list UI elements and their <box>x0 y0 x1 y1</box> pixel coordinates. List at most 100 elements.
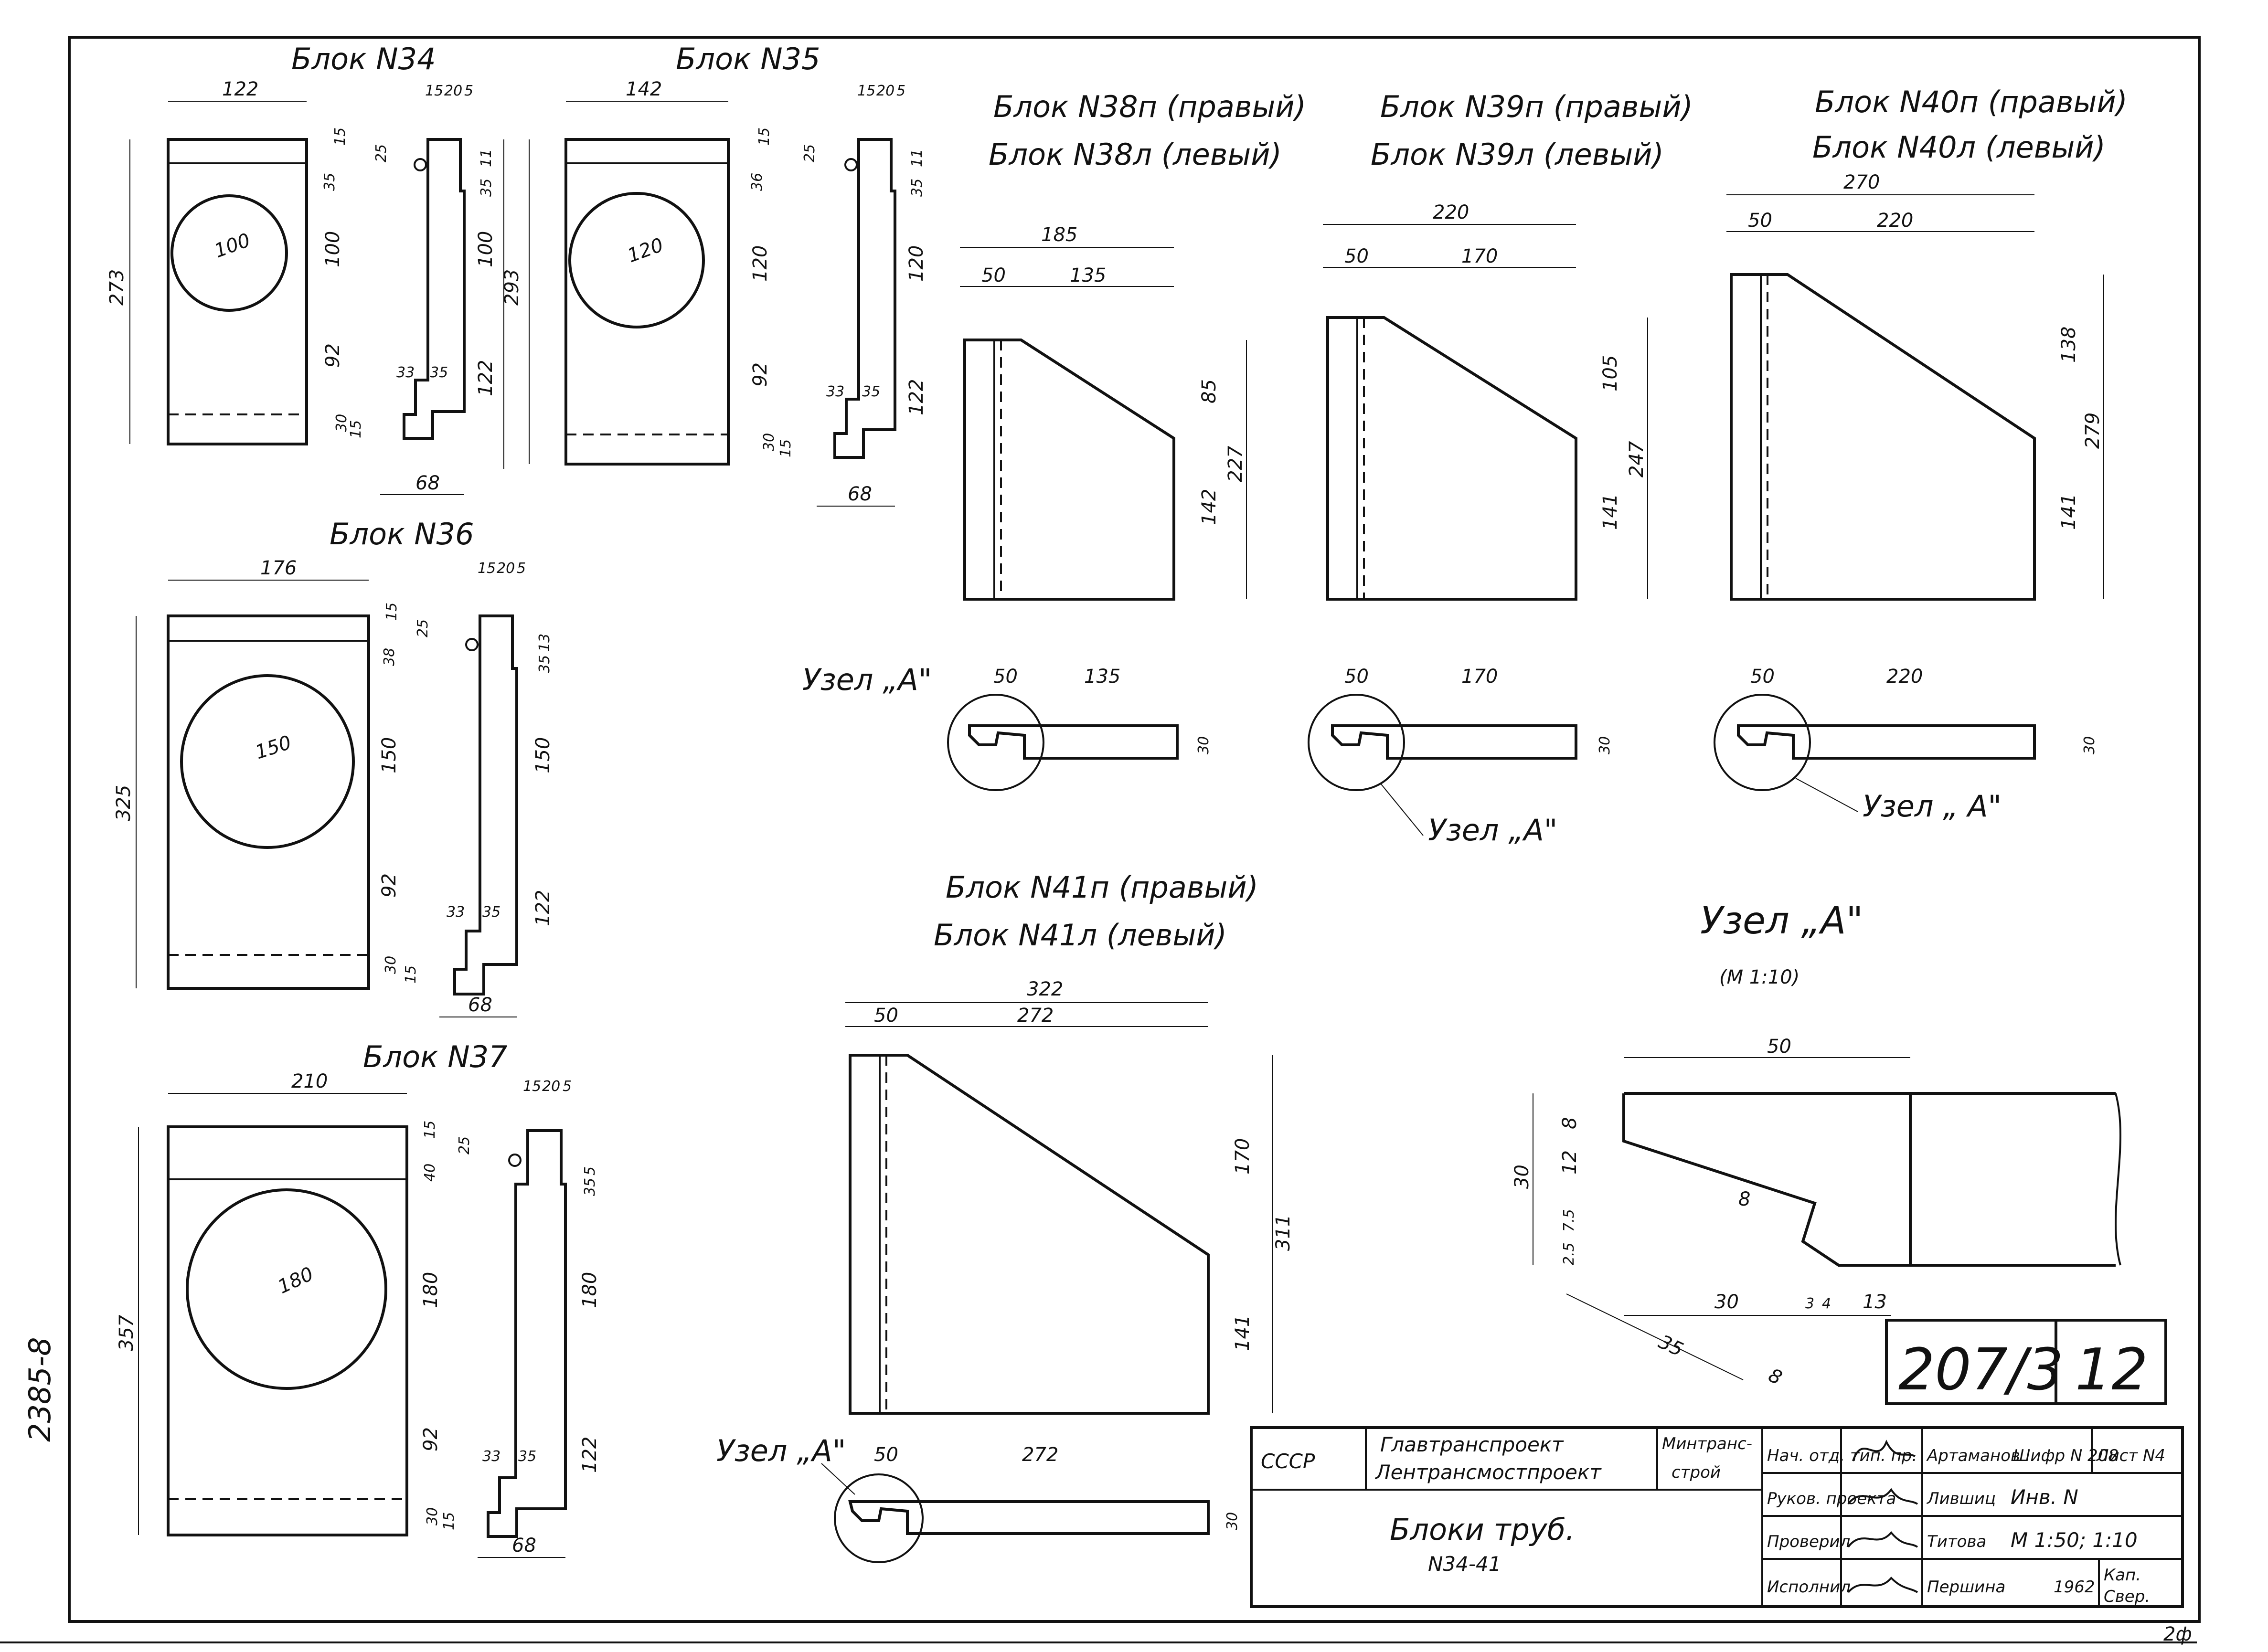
node-a-scale: (М 1:10) <box>1719 966 1799 988</box>
block-39-total-dim: 220 <box>1433 201 1469 223</box>
block-34-circle-dim: 100 <box>212 229 253 262</box>
block-34-pipe-hole <box>170 194 288 312</box>
block-36-right-dim-13: 13 <box>536 634 553 652</box>
stamp-role-3: Проверил <box>1767 1532 1850 1551</box>
block-38-node-dim-t: 30 <box>1195 736 1212 754</box>
sheet-side-label: 2385-8 <box>22 1337 57 1442</box>
block-38-node-dim-a: 50 <box>993 666 1018 688</box>
block-36-top-dim-a: 15 <box>478 560 496 577</box>
block-37-right-dim-122: 122 <box>579 1437 601 1473</box>
block-39-dim-h: 247 <box>1626 441 1648 477</box>
block-41-dim-a: 50 <box>874 1005 898 1027</box>
block-39-node-plan <box>1331 724 1577 760</box>
block-34-bottom-dim: 68 <box>415 472 440 494</box>
block-36-top-dim-c: 5 <box>517 560 526 577</box>
block-39-dim-a: 50 <box>1344 245 1369 267</box>
page-corner-mark: 2ф <box>2163 1623 2192 1645</box>
block-36-cap <box>167 615 370 642</box>
block-35-profile <box>833 138 896 459</box>
block-36-left-dim-15b: 15 <box>403 965 419 984</box>
block-37-top-dim-c: 5 <box>563 1078 572 1095</box>
block-38-node-label: Узел „А" <box>802 662 932 697</box>
block-40-node-dim-a: 50 <box>1750 666 1775 688</box>
block-38-dim-h: 227 <box>1225 445 1246 482</box>
block-40-dim-bot: 141 <box>2058 494 2080 530</box>
block-36-step-dim-33: 33 <box>447 904 465 921</box>
node-a-outline <box>1622 1092 2116 1267</box>
block-36-left-dim-25: 25 <box>415 619 431 637</box>
node-a-title: Узел „А" <box>1700 900 1863 942</box>
block-41-node-dim-b: 272 <box>1022 1444 1058 1466</box>
block-36-front <box>167 614 370 990</box>
block-34-right-dim-35: 35 <box>478 179 495 197</box>
node-a-break-line <box>2115 1093 2121 1266</box>
stamp-title-1: Блоки труб. <box>1390 1512 1575 1547</box>
block-37-left-dim-30: 30 <box>424 1507 441 1525</box>
block-40-dim-top: 138 <box>2058 327 2080 363</box>
block-41-side <box>849 1054 1210 1415</box>
stamp-year: 1962 <box>2054 1578 2095 1597</box>
block-35-step-dim-33: 33 <box>826 383 844 400</box>
block-34-right-dim-100: 100 <box>475 231 497 267</box>
block-41-dim-bot: 141 <box>1232 1315 1254 1351</box>
block-37-bottom-dim: 68 <box>512 1535 536 1557</box>
node-a-detail: Узел „А" (М 1:10) 50 30 8 12 7.5 2.5 30 … <box>1511 900 2121 1389</box>
sheet-series: 207/3 <box>1898 1337 2064 1403</box>
block-36-left-dim-92: 92 <box>378 873 400 898</box>
stamp-name-2: Лившиц <box>1926 1489 1996 1508</box>
block-37-left-dim-92: 92 <box>420 1427 442 1451</box>
block-36-right-dim-150: 150 <box>532 737 554 773</box>
block-34-left-dim-15: 15 <box>332 127 349 146</box>
block-35-circle-dim: 120 <box>625 234 666 267</box>
node-a-dim-12: 12 <box>1559 1150 1581 1175</box>
block-35-cap <box>565 138 729 164</box>
block-41: Блок N41п (правый) Блок N41л (левый) 322… <box>716 870 1294 1563</box>
block-36-height-dim: 325 <box>113 785 135 821</box>
block-36-circle-dim: 150 <box>253 731 294 763</box>
block-35-left-dim-30: 30 <box>761 433 777 451</box>
stamp-copy-1: Кап. <box>2104 1566 2141 1585</box>
block-35-pipe-hole <box>568 192 705 328</box>
block-41-node-dim-t: 30 <box>1224 1512 1241 1530</box>
block-36-left-dim-30: 30 <box>383 956 399 974</box>
stamp-inv-label: Инв. N <box>2011 1485 2078 1509</box>
block-34: Блок N34 100 122 273 15 20 5 15 25 35 10… <box>106 42 523 495</box>
block-38-node-plan <box>968 724 1179 760</box>
block-35-right-dim-11: 11 <box>909 149 926 167</box>
block-40-total-dim: 270 <box>1843 171 1880 193</box>
block-37-left-dim-25: 25 <box>456 1136 473 1154</box>
block-39-dim-bot: 141 <box>1599 494 1621 530</box>
block-41-node-leader <box>821 1463 855 1495</box>
block-35-right-dim-120: 120 <box>905 245 927 282</box>
block-40-title-left: Блок N40л (левый) <box>1812 130 2106 165</box>
block-34-left-dim-92: 92 <box>322 343 344 368</box>
block-39: Блок N39п (правый) Блок N39л (левый) 220… <box>1308 89 1693 847</box>
block-35-width-dim: 142 <box>626 78 662 100</box>
block-39-node-dim-t: 30 <box>1597 736 1613 754</box>
block-34-right-dim-122: 122 <box>475 360 497 396</box>
block-39-node-leader <box>1380 783 1424 836</box>
block-41-node-callout <box>834 1473 924 1563</box>
stamp-ministry-2: строй <box>1672 1463 1721 1482</box>
block-34-step-dim-33: 33 <box>396 364 415 381</box>
sheet-number-frame <box>1885 1319 2167 1405</box>
block-37-profile-notch <box>508 1154 522 1167</box>
block-36-profile <box>453 614 518 995</box>
block-36-width-dim: 176 <box>260 557 297 579</box>
block-40-side <box>1730 273 2036 601</box>
block-35-top-dim-b: 20 <box>876 83 894 99</box>
block-41-dim-h: 311 <box>1272 1215 1294 1251</box>
block-34-width-dim: 122 <box>222 78 258 100</box>
sheet-number-box: 207/3 12 <box>1885 1319 2167 1405</box>
block-37-left-dim-180: 180 <box>420 1272 442 1308</box>
block-36-pipe-hole <box>180 674 355 849</box>
stamp-signature-1 <box>1852 1440 1916 1461</box>
block-36-right-dim-122: 122 <box>532 890 554 926</box>
block-41-node-label: Узел „А" <box>716 1433 846 1468</box>
block-34-profile-notch <box>414 158 427 171</box>
stamp-country: СССР <box>1261 1450 1315 1473</box>
sheet-index: 12 <box>2075 1337 2148 1403</box>
block-36-left-dim-15: 15 <box>383 603 400 621</box>
block-41-title-right: Блок N41п (правый) <box>946 870 1258 905</box>
block-41-total-dim: 322 <box>1027 978 1063 1000</box>
